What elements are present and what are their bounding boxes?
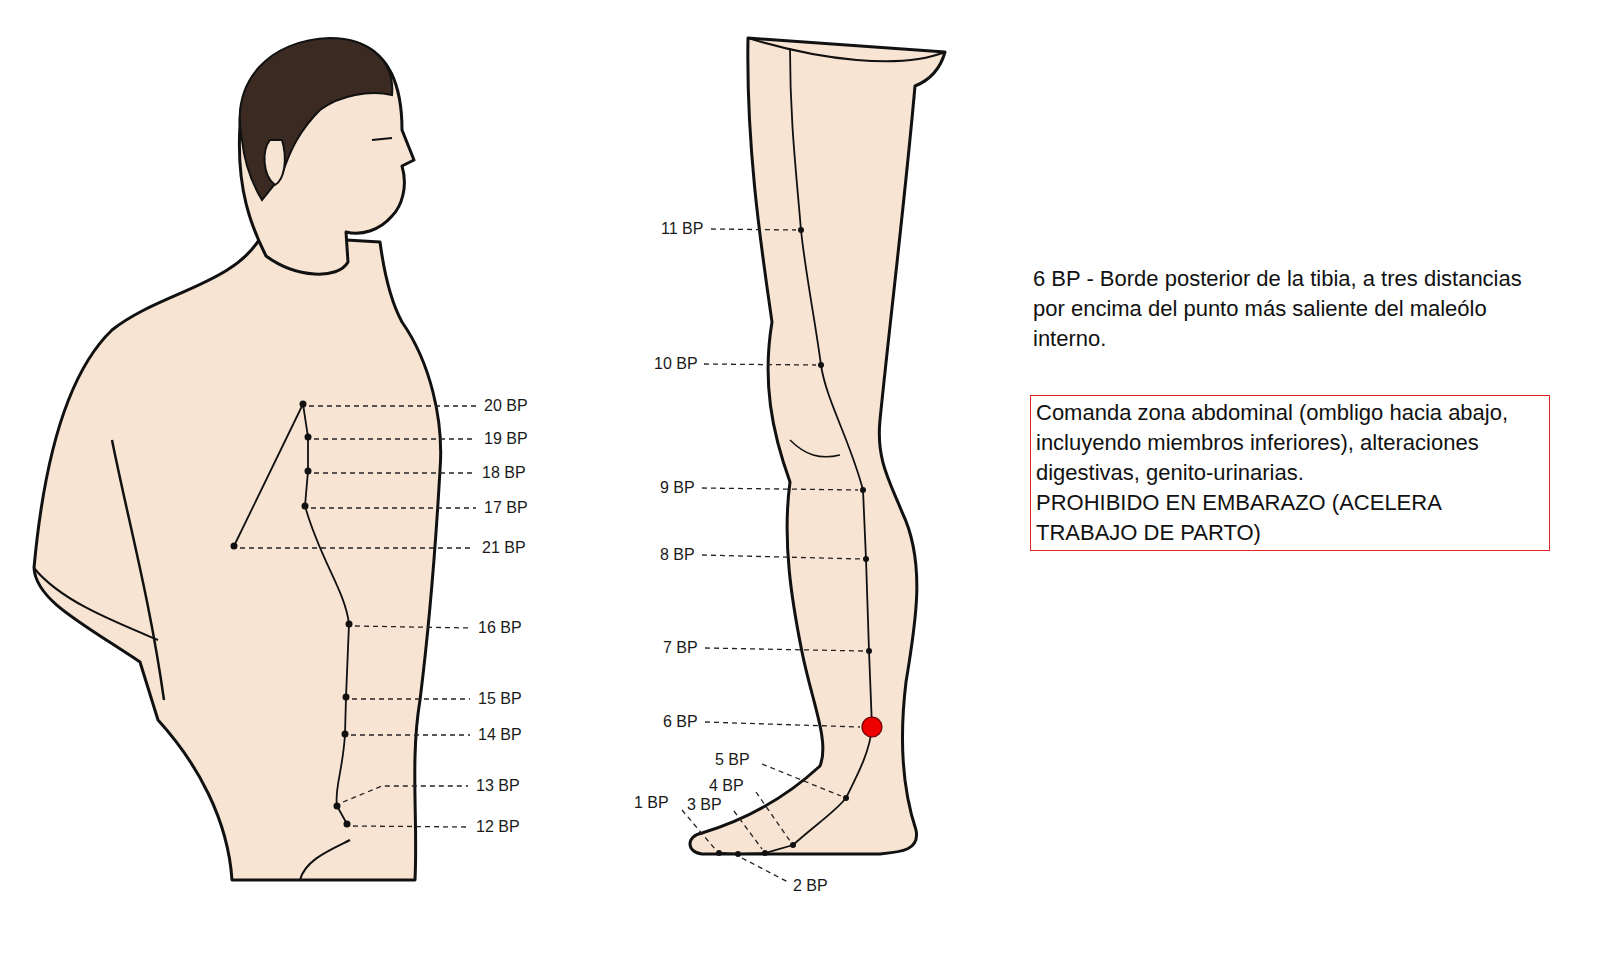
callout-number: 12 BP (476, 817, 520, 837)
callout-number: 11 BP (661, 219, 703, 239)
callout-number: 15 BP (478, 689, 522, 709)
torso-figure (34, 41, 441, 880)
callout-number: 18 BP (482, 463, 526, 483)
callout-number: 16 BP (478, 618, 522, 638)
note-box: Comanda zona abdominal (ombligo hacia ab… (1030, 395, 1550, 551)
warning-text: PROHIBIDO EN EMBARAZO (ACELERA TRABAJO D… (1036, 488, 1544, 548)
note-text: Comanda zona abdominal (ombligo hacia ab… (1036, 398, 1544, 488)
callout-number: 3 BP (687, 795, 722, 815)
hair (240, 38, 392, 200)
point-description: 6 BP - Borde posterior de la tibia, a tr… (1033, 264, 1525, 354)
callout-number: 21 BP (482, 538, 526, 558)
callout-number: 5 BP (715, 750, 750, 770)
callout-number: 14 BP (478, 725, 522, 745)
highlight-point (862, 717, 882, 737)
callout-number: 4 BP (709, 776, 744, 796)
callout-number: 7 BP (663, 638, 698, 658)
callout-number: 2 BP (793, 876, 828, 896)
callout-number: 10 BP (654, 354, 698, 374)
callout-number: 6 BP (663, 712, 698, 732)
leg-points (716, 227, 872, 857)
callout-number: 13 BP (476, 776, 520, 796)
leg-leaders (682, 229, 864, 882)
callout-number: 20 BP (484, 396, 528, 416)
torso-points (231, 401, 353, 828)
torso-leaders (240, 406, 476, 827)
leg-meridian (719, 48, 872, 854)
callout-number: 17 BP (484, 498, 528, 518)
callout-number: 8 BP (660, 545, 695, 565)
callout-number: 9 BP (660, 478, 695, 498)
callout-number: 19 BP (484, 429, 528, 449)
torso-meridian (234, 404, 349, 824)
leg-figure (690, 38, 945, 854)
callout-number: 1 BP (634, 793, 669, 813)
